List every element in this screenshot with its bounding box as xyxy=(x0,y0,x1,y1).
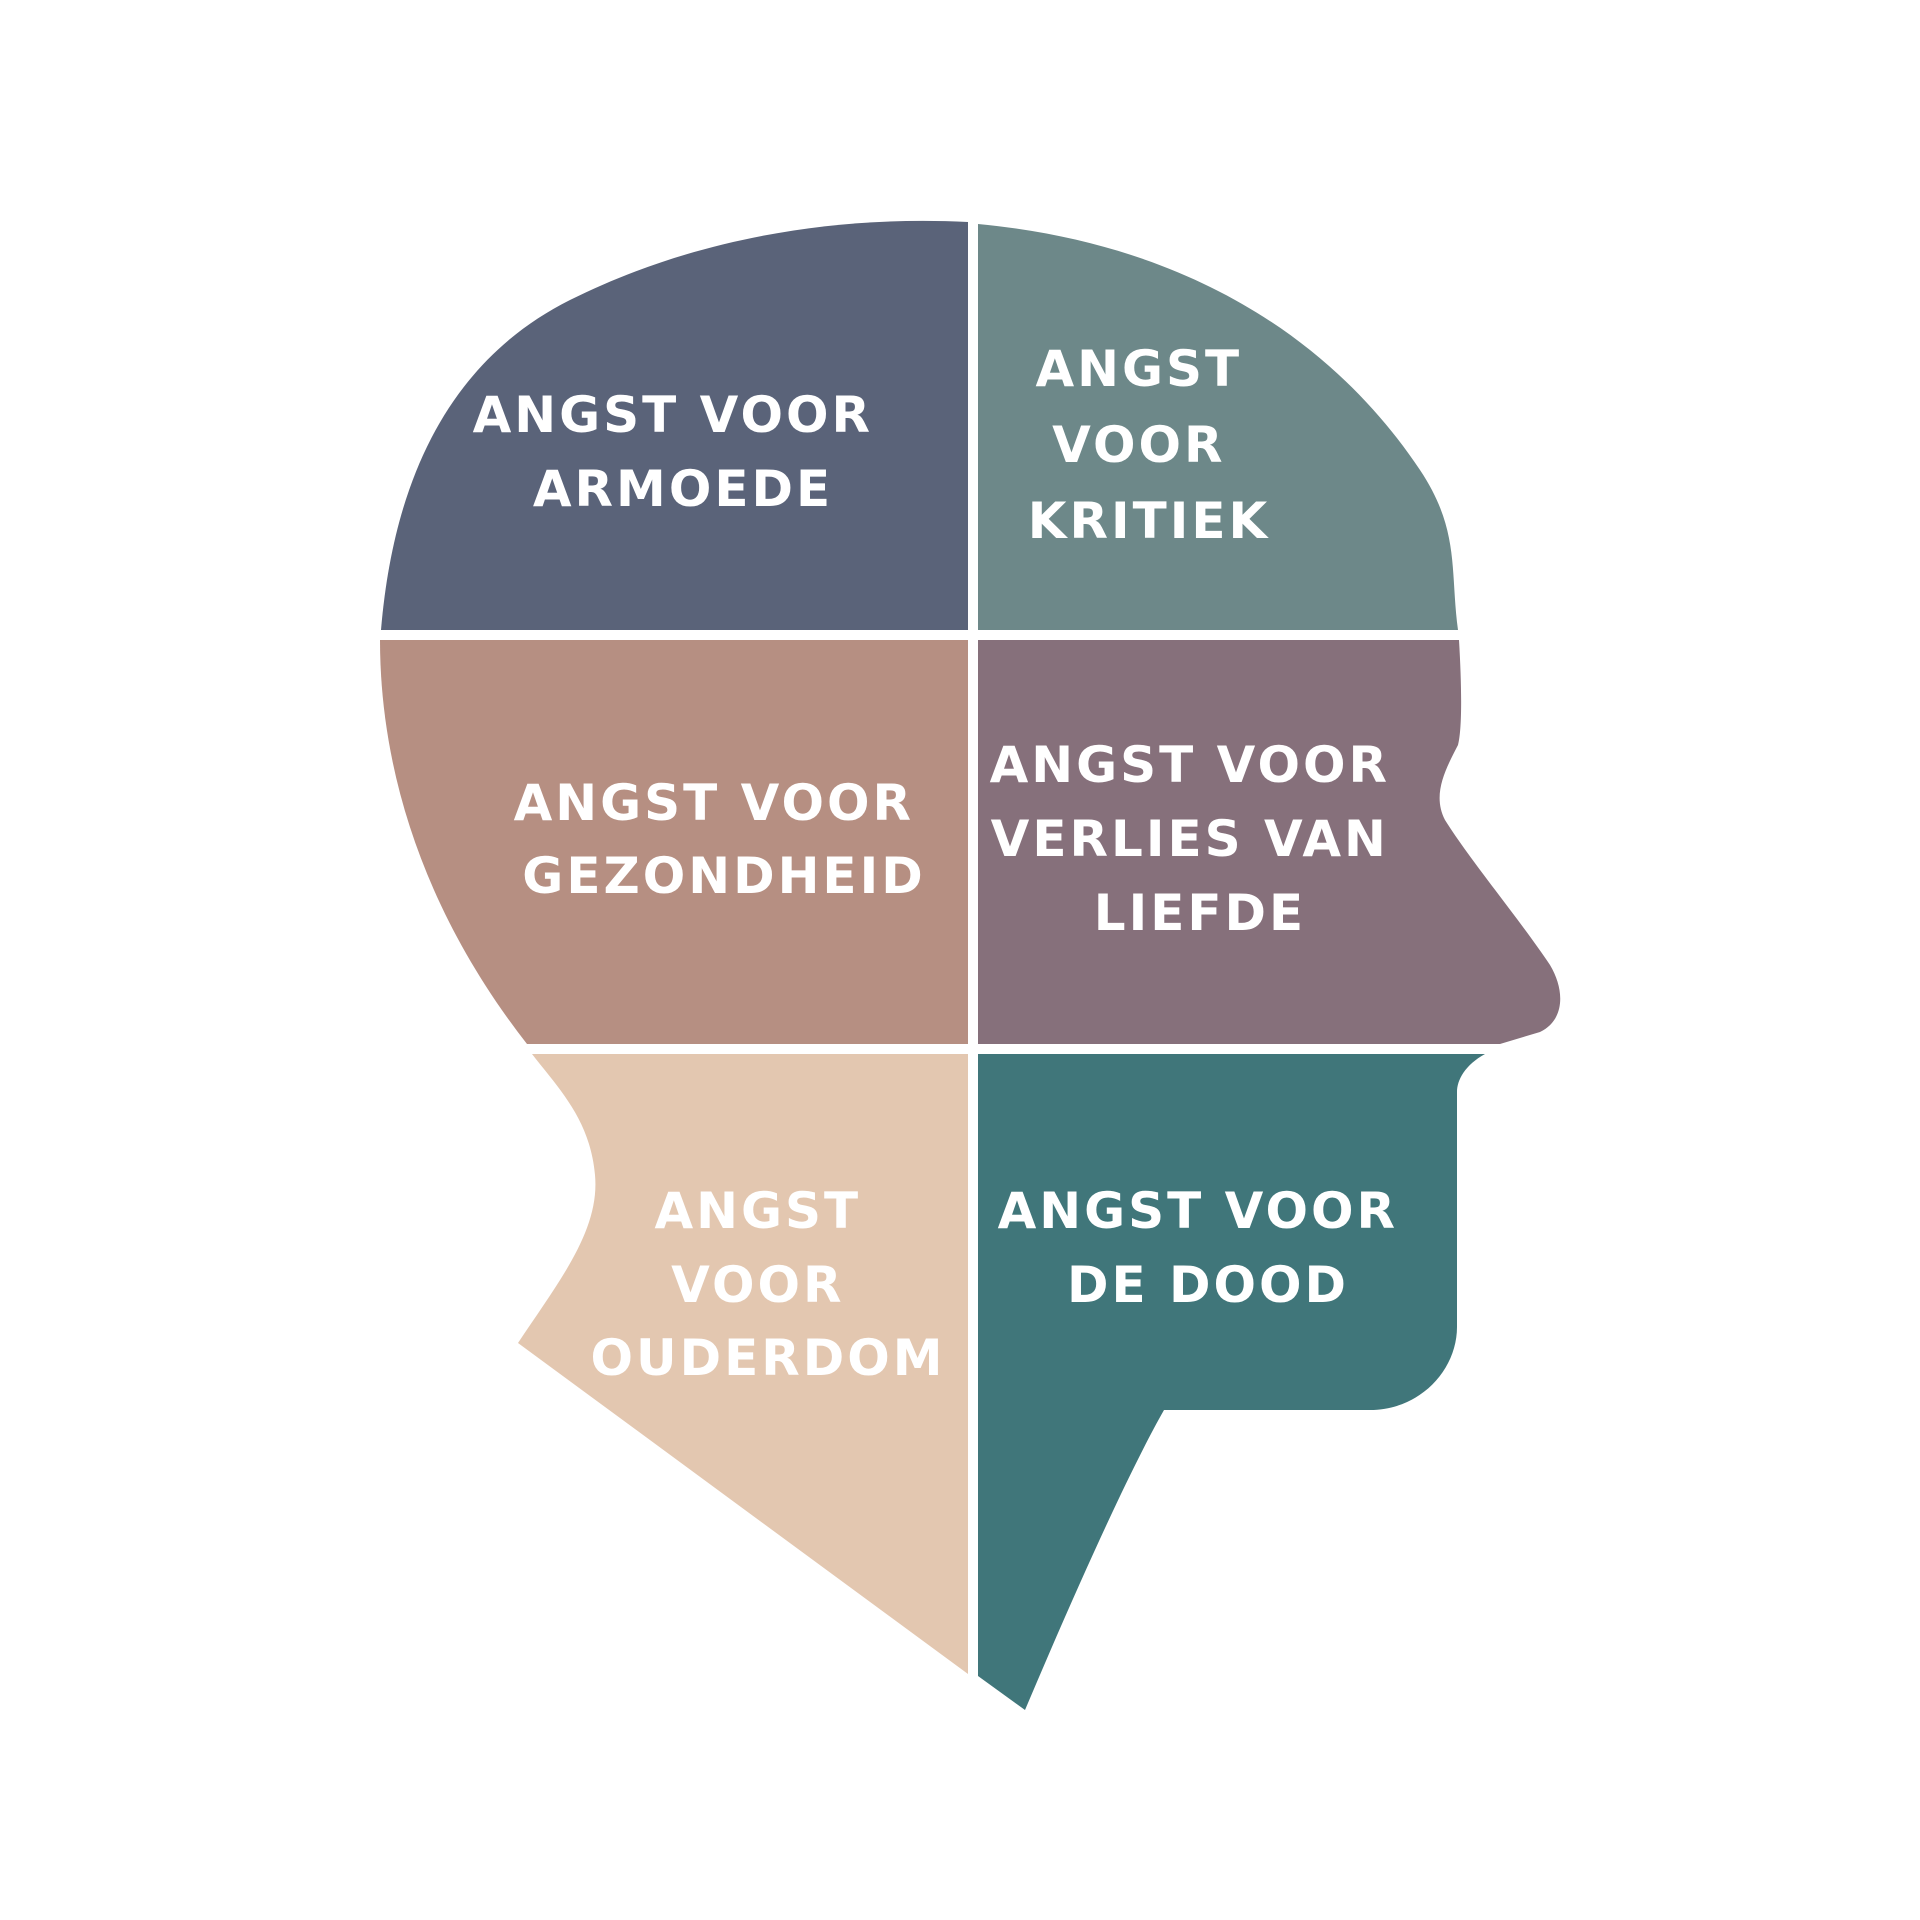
segment-gezondheid xyxy=(380,640,968,1044)
label-de-dood: ANGST VOOR DE DOOD xyxy=(998,1182,1419,1314)
segment-ouderdom xyxy=(518,1054,968,1674)
label-ouderdom: ANGST VOOR OUDERDOM xyxy=(590,1182,945,1387)
segment-de-dood xyxy=(978,1054,1485,1710)
segment-armoede xyxy=(381,220,968,630)
label-gezondheid: ANGST VOOR GEZONDHEID xyxy=(514,774,935,905)
label-verlies-van-liefde: ANGST VOOR VERLIES VAN LIEFDE xyxy=(990,736,1411,942)
segment-kritiek xyxy=(978,224,1458,630)
segment-verlies-van-liefde xyxy=(978,640,1561,1044)
label-kritiek: ANGST VOOR KRITIEK xyxy=(1028,340,1270,550)
label-armoede: ANGST VOOR ARMOEDE xyxy=(473,386,894,518)
